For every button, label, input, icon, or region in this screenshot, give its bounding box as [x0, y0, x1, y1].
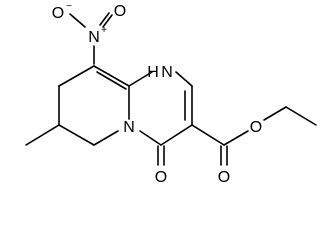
bond-c3-ester-c [191, 124, 225, 146]
atom-n-nitro: N [88, 29, 100, 46]
structure-diagram: O − O N + H N N O O O [25, 1, 317, 186]
atom-o-nitro-right: O [114, 3, 126, 20]
bond-n1-c2 [175, 71, 193, 87]
atom-o-ester-single: O [250, 119, 262, 136]
bond-n-o-nitro-b [99, 12, 110, 26]
bond-c4-n5 [139, 130, 162, 146]
charge-plus-nitro: + [101, 25, 107, 36]
charge-minus-nitro: − [66, 1, 72, 12]
bond-c9-c8 [58, 65, 95, 87]
bond-c9a-n1 [128, 71, 153, 87]
atom-o-nitro-left: O [52, 5, 64, 22]
atom-labels: O − O N + H N N O O O [52, 1, 262, 186]
bond-c3-c4 [160, 124, 193, 146]
atom-n5: N [123, 119, 135, 136]
atom-o-ester-double: O [218, 169, 230, 186]
bond-c7-methyl [25, 124, 60, 146]
bond-n-o-nitro-a [102, 14, 113, 28]
bond-c7-c6 [58, 124, 95, 146]
bond-o-ch2 [263, 106, 287, 121]
bond-layer [25, 12, 317, 166]
bond-c9-c9a-b [96, 71, 127, 90]
atom-n1: N [161, 64, 173, 81]
bond-o-n-nitro [69, 13, 86, 28]
bond-ester-c-o-single [223, 130, 249, 146]
atom-o-ketone: O [155, 169, 167, 186]
bond-c6-n5 [93, 130, 119, 146]
atom-n1-h: H [147, 64, 159, 81]
bond-c9-c9a-a [93, 65, 130, 87]
bond-ch2-ch3 [285, 106, 317, 126]
